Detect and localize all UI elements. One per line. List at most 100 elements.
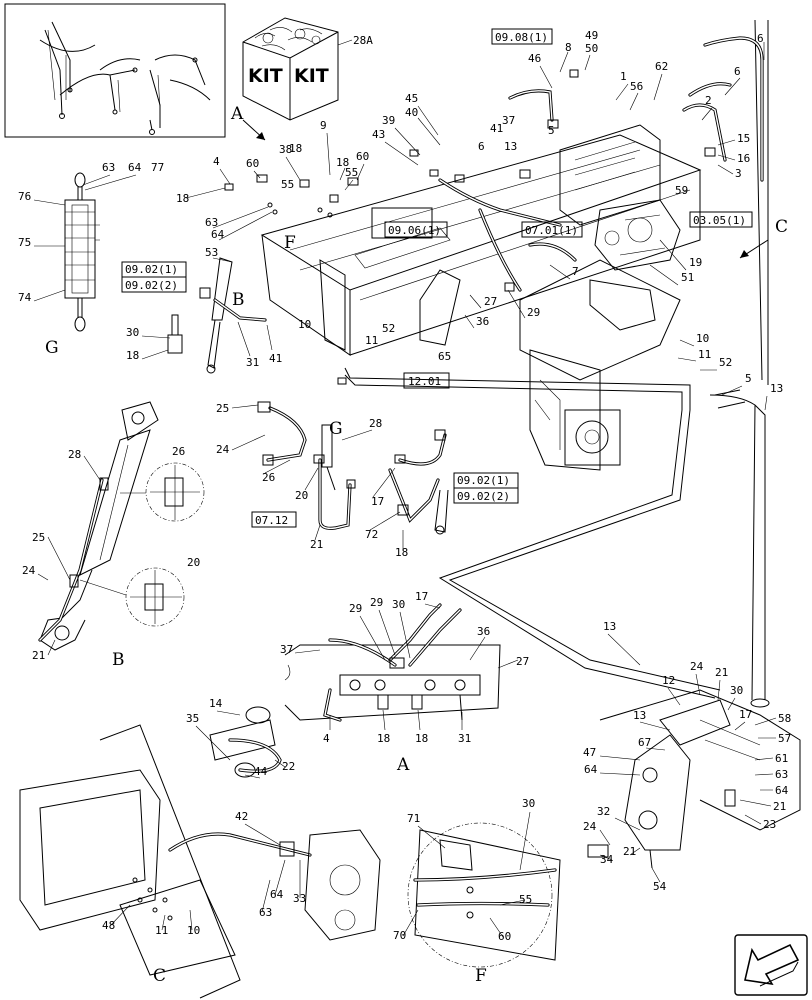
callout: 12: [662, 674, 675, 687]
callouts-left: 4 60 18 55 18 63 64 53: [176, 142, 302, 259]
callout: 24: [216, 443, 230, 456]
callout: 21: [715, 666, 728, 679]
callout: 9: [320, 119, 327, 132]
callout: 13: [770, 382, 783, 395]
callout: 10: [298, 318, 311, 331]
ref-07-12: 07.12: [255, 514, 288, 527]
inset-frame: [4, 3, 226, 138]
callout: 60: [498, 930, 511, 943]
callout: 39: [382, 114, 395, 127]
callouts-detail-a: 17 29 29 30 36 37 27 4 18 18 31: [280, 590, 529, 745]
callout: 41: [269, 352, 282, 365]
kit-label-left: KIT: [248, 65, 283, 87]
callout: 23: [763, 818, 776, 831]
callout: 74: [18, 291, 32, 304]
callout: 30: [522, 797, 535, 810]
callout: 5: [548, 124, 555, 137]
callouts-middle: 19 51 7 29 27 36 10 11 52 65 30 18 31 41…: [126, 256, 783, 395]
navigation-arrow-icon[interactable]: [734, 934, 808, 996]
callout: 42: [235, 810, 248, 823]
callout: 64: [211, 228, 225, 241]
callout: 44: [254, 765, 268, 778]
callout: 6: [478, 140, 485, 153]
callout: 70: [393, 929, 406, 942]
callout: 19: [689, 256, 702, 269]
callout: 13: [603, 620, 616, 633]
callout: 11: [155, 924, 168, 937]
callout: 6: [734, 65, 741, 78]
callout: 22: [282, 760, 295, 773]
callout: 20: [295, 489, 308, 502]
callout: 4: [323, 732, 330, 745]
callout: 40: [405, 106, 418, 119]
callout: 67: [638, 736, 651, 749]
cylinder-b: [38, 401, 205, 651]
callout: 64: [775, 784, 789, 797]
callout: 64: [128, 161, 142, 174]
callout: 21: [773, 800, 786, 813]
ref-09-02-1-left: 09.02(1): [125, 263, 178, 276]
ref-09-02-2-left: 09.02(2): [125, 279, 178, 292]
callout: 18: [415, 732, 428, 745]
ref-09-02-1-right: 09.02(1): [457, 474, 510, 487]
callout: 55: [345, 166, 358, 179]
callout: 61: [775, 752, 788, 765]
callout: 52: [719, 356, 732, 369]
callout: 59: [675, 184, 688, 197]
view-letters: A C F B G G B A C F: [45, 104, 788, 986]
detail-f: [407, 822, 561, 968]
callout: 27: [516, 655, 529, 668]
callout: 54: [653, 880, 667, 893]
callout: 2: [705, 94, 712, 107]
callout: 1: [620, 70, 627, 83]
callout: 75: [18, 236, 31, 249]
callout: 15: [737, 132, 750, 145]
view-label-a: A: [396, 755, 410, 775]
callout: 62: [655, 60, 668, 73]
callouts-cylinder: 63 64 77 76 75 74: [18, 161, 164, 304]
callout: 37: [502, 114, 515, 127]
callout: 64: [270, 888, 284, 901]
callout: 38: [279, 143, 292, 156]
callout: 30: [730, 684, 743, 697]
callout: 26: [262, 471, 275, 484]
callout: 21: [623, 845, 636, 858]
callout: 56: [630, 80, 643, 93]
callouts-cylinder-center: 25 24 26 20 21 28 17 72 18: [216, 402, 408, 559]
callout: 71: [407, 812, 420, 825]
callouts-detail-right: 13 12 24 21 30 13 17 58 57 67 47 64 61 6…: [583, 620, 791, 893]
view-letter-b-top: B: [232, 290, 245, 310]
callouts-detail-c: 14 35 22 44 42 33 64 63 48 11 10: [102, 697, 306, 937]
callout: 24: [583, 820, 597, 833]
callout: 25: [216, 402, 229, 415]
callout: 65: [438, 350, 451, 363]
callout: 18: [377, 732, 390, 745]
callout: 60: [246, 157, 259, 170]
callout: 63: [102, 161, 115, 174]
callout: 49: [585, 29, 598, 42]
callout: 10: [696, 332, 709, 345]
ref-09-02-2-right: 09.02(2): [457, 490, 510, 503]
callout: 28: [369, 417, 382, 430]
callout: 29: [527, 306, 540, 319]
callout: 17: [739, 708, 752, 721]
callout: 18: [289, 142, 302, 155]
detail-right: [587, 689, 801, 869]
detail-a: [284, 603, 501, 722]
callout: 18: [395, 546, 408, 559]
callout: 33: [293, 892, 306, 905]
callout: 11: [365, 334, 378, 347]
callout: 63: [775, 768, 788, 781]
kit-label-right: KIT: [294, 65, 329, 87]
callout: 6: [757, 32, 764, 45]
callout: 43: [372, 128, 385, 141]
callout: 51: [681, 271, 694, 284]
callout: 27: [484, 295, 497, 308]
callout: 21: [32, 649, 45, 662]
callout: 47: [583, 746, 596, 759]
callout: 5: [745, 372, 752, 385]
callout: 77: [151, 161, 164, 174]
callout: 29: [370, 596, 383, 609]
leader-lines: [33, 42, 777, 938]
